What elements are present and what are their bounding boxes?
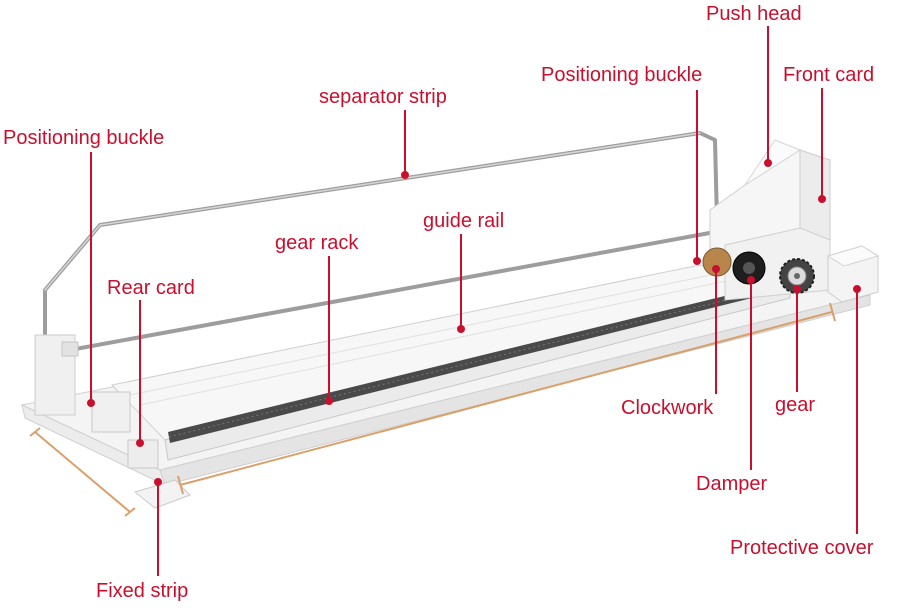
label-front-card: Front card xyxy=(783,64,875,86)
width-dimension-line xyxy=(34,431,131,513)
label-fixed-strip: Fixed strip xyxy=(96,580,189,602)
clockwork-damper-part xyxy=(702,247,766,285)
label-protective-cover: Protective cover xyxy=(730,537,874,559)
label-clockwork: Clockwork xyxy=(621,397,714,419)
label-positioning-buckle-right: Positioning buckle xyxy=(541,64,703,86)
leader-lines xyxy=(87,26,861,576)
label-positioning-buckle-left: Positioning buckle xyxy=(3,127,165,149)
rear-card-part xyxy=(34,334,159,469)
label-guide-rail: guide rail xyxy=(423,210,505,232)
label-gear-rack: gear rack xyxy=(275,232,359,254)
label-rear-card: Rear card xyxy=(107,277,195,299)
separator-wire-bottom xyxy=(68,230,717,352)
label-damper: Damper xyxy=(696,473,768,495)
dimension-lines xyxy=(29,302,836,517)
gear-rack-strip xyxy=(168,280,792,443)
fixed-strip-part xyxy=(133,479,191,509)
length-dimension-line xyxy=(179,311,833,486)
gear-rack-band xyxy=(168,280,792,443)
label-push-head: Push head xyxy=(706,3,802,25)
label-separator-strip: separator strip xyxy=(319,86,447,108)
separator-strip-wire xyxy=(43,131,720,352)
protective-cover-part xyxy=(826,245,880,303)
label-gear: gear xyxy=(775,394,816,416)
